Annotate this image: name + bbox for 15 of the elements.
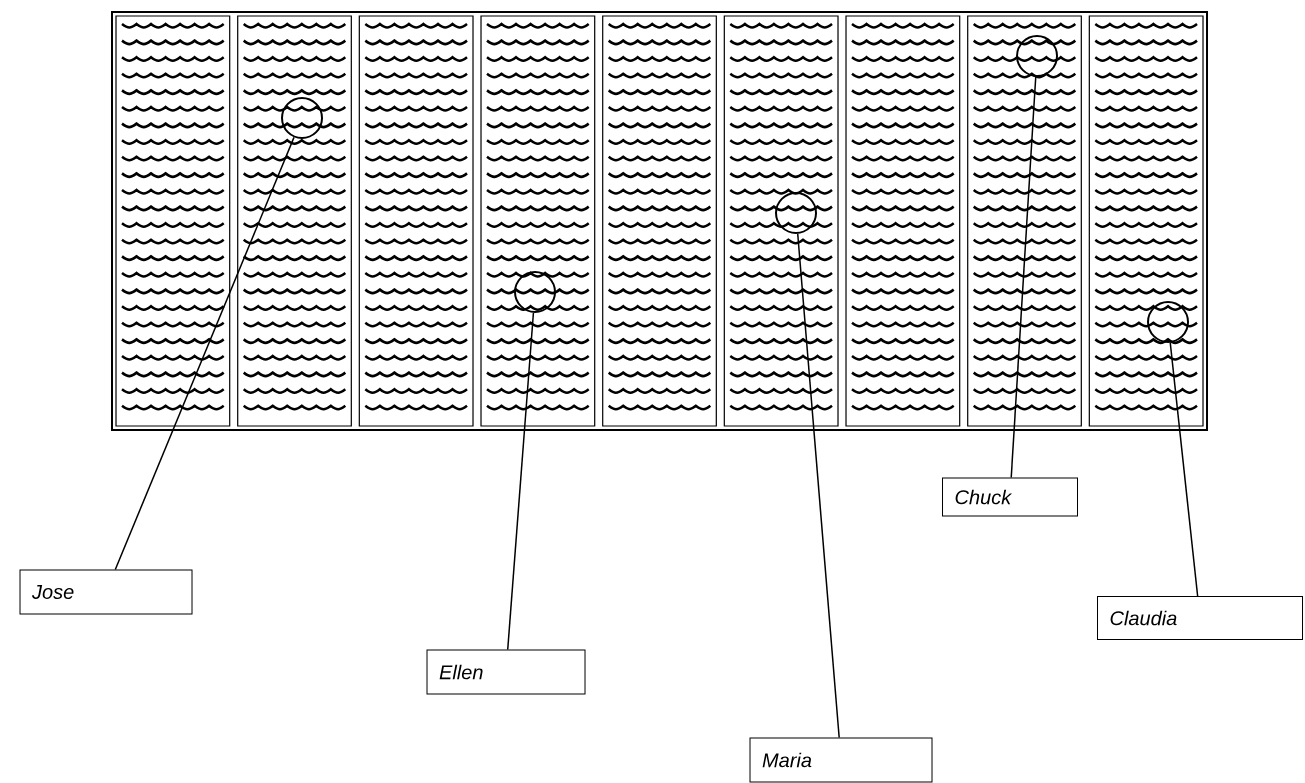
leader-line (1169, 342, 1199, 597)
label-box: Maria (749, 737, 933, 783)
label-box: Claudia (1097, 596, 1303, 640)
leader-line (797, 233, 840, 739)
leader-line (506, 312, 535, 651)
circle-marker (775, 192, 817, 234)
label-box: Chuck (942, 477, 1078, 517)
circle-marker (1147, 301, 1189, 343)
label-box: Ellen (426, 649, 586, 695)
circle-marker (281, 97, 323, 139)
leader-line (114, 136, 295, 571)
leader-line (1010, 76, 1037, 479)
label-box: Jose (19, 569, 193, 615)
circle-marker (1016, 35, 1058, 77)
circle-marker (514, 271, 556, 313)
